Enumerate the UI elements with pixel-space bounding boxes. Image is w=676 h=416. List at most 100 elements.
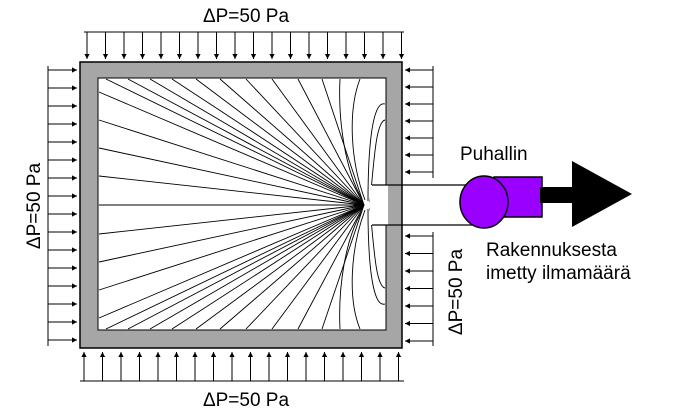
pressure-arrow <box>48 67 77 73</box>
streamline <box>271 78 365 206</box>
pressure-label-right: ΔP=50 Pa <box>446 249 467 336</box>
pressure-label-top: ΔP=50 Pa <box>203 6 290 27</box>
pressure-arrow <box>306 32 312 59</box>
streamline <box>297 204 365 330</box>
streamline <box>339 210 363 330</box>
pressure-arrow <box>99 352 106 381</box>
streamline <box>127 204 365 330</box>
pressure-arrow <box>340 352 346 381</box>
pressure-arrow <box>405 152 433 158</box>
pressure-arrow <box>48 85 77 91</box>
pressure-arrow <box>405 303 433 309</box>
pressure-arrow <box>321 352 328 381</box>
duct-outline <box>372 184 478 226</box>
pressure-arrow <box>121 32 127 59</box>
pressure-arrow <box>303 352 309 381</box>
airflow-label-line2: imetty ilmamäärä <box>486 263 631 284</box>
streamline <box>297 78 365 206</box>
pressure-arrow <box>48 121 77 127</box>
streamline <box>149 204 365 330</box>
pressure-arrow <box>343 32 349 59</box>
streamline <box>149 78 365 206</box>
pressure-arrows-left <box>47 66 77 346</box>
pressure-label-left: ΔP=50 Pa <box>24 163 45 250</box>
streamline <box>351 209 366 330</box>
pressure-arrow <box>247 352 254 381</box>
pressure-arrow <box>136 352 143 381</box>
streamline <box>127 78 365 206</box>
pressure-arrow <box>176 32 183 59</box>
streamline <box>98 204 365 291</box>
pressure-arrow <box>48 139 77 145</box>
pressure-arrow <box>398 32 405 59</box>
streamline <box>245 78 365 206</box>
streamline <box>351 78 366 201</box>
pressure-arrow <box>377 352 383 381</box>
pressure-arrow <box>395 352 402 381</box>
streamline <box>98 204 365 235</box>
pressure-arrow <box>284 352 291 381</box>
pressure-arrow <box>405 285 433 292</box>
pressure-label-bottom: ΔP=50 Pa <box>203 390 290 411</box>
streamline <box>171 78 365 206</box>
pressure-arrow <box>210 352 217 381</box>
pressure-arrow <box>48 301 77 307</box>
pressure-arrow <box>405 84 433 90</box>
streamline <box>321 78 365 206</box>
streamline <box>195 78 365 206</box>
pressure-arrows-right-upper <box>405 66 434 178</box>
streamlines <box>98 78 386 330</box>
pressure-arrow <box>380 32 386 59</box>
streamline <box>171 204 365 330</box>
pressure-arrow <box>324 32 331 59</box>
outflow-arrow-shaft <box>540 187 576 203</box>
pressure-arrow <box>405 233 433 239</box>
pressure-arrow <box>48 103 77 109</box>
pressure-arrows-bottom <box>80 352 404 382</box>
streamline <box>195 204 365 330</box>
pressure-arrow <box>173 352 180 381</box>
pressure-arrow <box>48 175 77 181</box>
pressure-arrow <box>48 283 77 289</box>
fan-impeller <box>459 175 509 229</box>
pressure-arrow <box>358 352 365 381</box>
pressure-arrow <box>84 32 90 59</box>
pressure-arrow <box>405 135 433 141</box>
streamline <box>98 204 365 263</box>
pressure-arrow <box>48 229 77 235</box>
airflow-label-line1: Rakennuksesta <box>486 240 617 261</box>
pressure-arrow <box>287 32 294 59</box>
pressure-arrow <box>48 157 77 163</box>
streamline <box>271 204 365 330</box>
pressure-arrow <box>229 352 235 381</box>
pressure-arrow <box>232 32 238 59</box>
streamline <box>321 204 365 330</box>
streamline <box>98 204 365 319</box>
pressure-arrow <box>405 169 433 175</box>
pressure-arrow <box>48 211 77 217</box>
streamline <box>367 208 386 305</box>
pressure-arrow <box>158 32 164 59</box>
streamline <box>98 91 365 206</box>
pressure-arrow <box>48 193 77 199</box>
pressure-arrow <box>195 32 201 59</box>
pressure-arrow <box>48 265 77 271</box>
pressure-arrow <box>139 32 146 59</box>
pressure-arrow <box>405 67 433 73</box>
streamline <box>245 204 365 330</box>
streamline <box>105 78 365 206</box>
pressure-arrow <box>48 319 77 325</box>
pressure-arrows-top <box>84 31 405 59</box>
pressure-arrow <box>361 32 368 59</box>
pressure-arrow <box>155 352 161 381</box>
pressure-arrow <box>48 247 77 253</box>
pressure-arrow <box>405 101 433 107</box>
outflow-arrow-head <box>572 161 632 227</box>
pressure-arrows-right-lower <box>405 232 434 346</box>
pressure-arrow <box>405 118 433 124</box>
streamline <box>105 204 365 330</box>
pressure-arrow <box>48 337 77 343</box>
pressure-arrow <box>192 352 198 381</box>
pressure-arrow <box>405 320 433 327</box>
